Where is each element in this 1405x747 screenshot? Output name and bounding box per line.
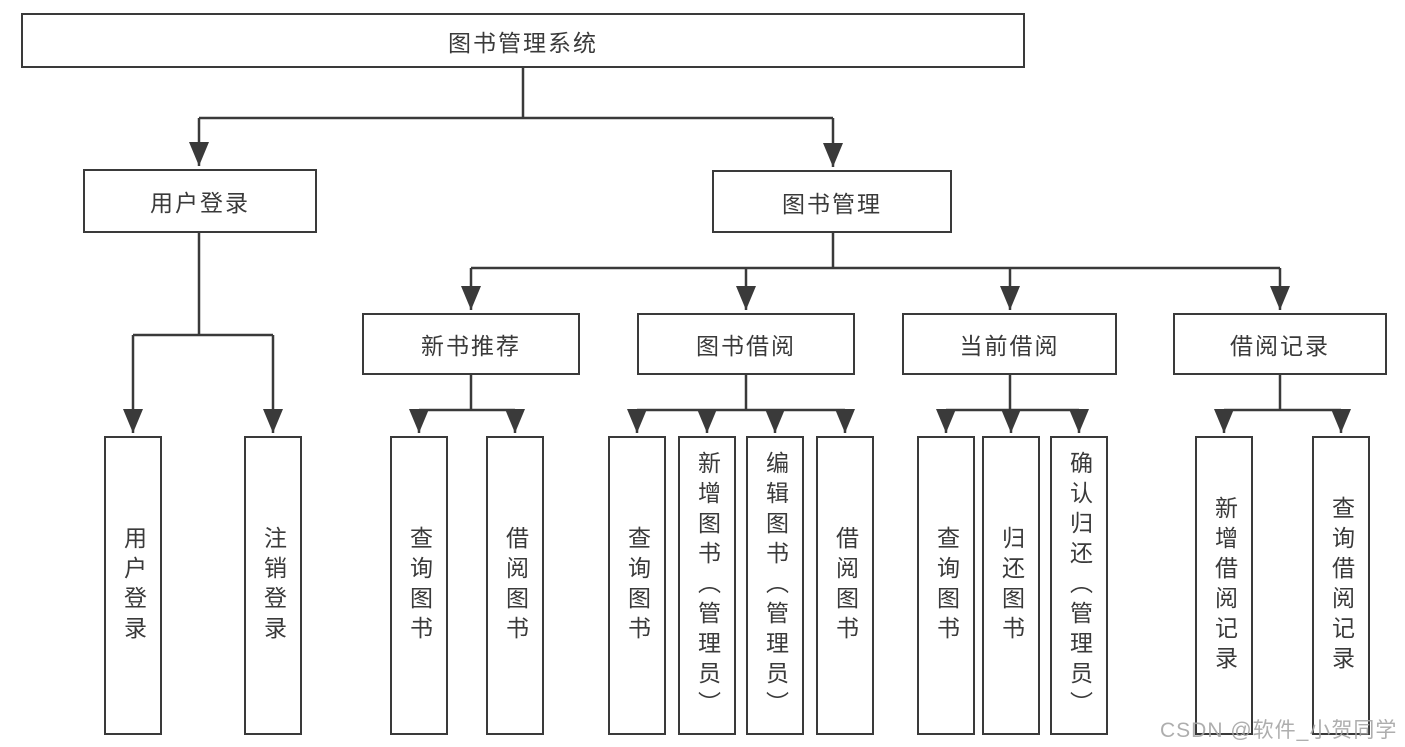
leaf-borrow-borrow: 借阅图书 <box>816 436 874 735</box>
leaf-current-query: 查询图书 <box>917 436 975 735</box>
leaf-current-return: 归还图书 <box>982 436 1040 735</box>
leaf-records-query: 查询借阅记录 <box>1312 436 1370 735</box>
leaf-records-add-label: 新增借阅记录 <box>1211 495 1238 676</box>
node-root-title: 图书管理系统 <box>21 13 1025 68</box>
node-new-books: 新书推荐 <box>362 313 580 375</box>
node-user-login-label: 用户登录 <box>150 190 250 216</box>
csdn-watermark: CSDN @软件_小贺同学 <box>1160 719 1398 742</box>
node-borrow-records-label: 借阅记录 <box>1230 333 1330 359</box>
leaf-newbooks-query: 查询图书 <box>390 436 448 735</box>
node-book-management-branch: 图书管理 <box>712 170 952 233</box>
leaf-borrow-edit-label: 编辑图书（管理员） <box>762 450 789 721</box>
leaf-current-return-label: 归还图书 <box>998 525 1025 646</box>
node-current-borrow-label: 当前借阅 <box>959 333 1060 359</box>
leaf-user-login: 用户登录 <box>104 436 162 735</box>
node-current-borrow: 当前借阅 <box>902 313 1117 375</box>
leaf-current-confirm-return: 确认归还（管理员） <box>1050 436 1108 735</box>
leaf-borrow-edit: 编辑图书（管理员） <box>746 436 804 735</box>
leaf-current-query-label: 查询图书 <box>933 525 960 646</box>
node-user-login-branch: 用户登录 <box>83 169 317 233</box>
leaf-user-login-label: 用户登录 <box>120 525 147 646</box>
node-new-books-label: 新书推荐 <box>421 333 521 359</box>
node-borrow-records: 借阅记录 <box>1173 313 1387 375</box>
leaf-newbooks-borrow-label: 借阅图书 <box>502 525 529 646</box>
leaf-records-add: 新增借阅记录 <box>1195 436 1253 735</box>
node-book-borrow: 图书借阅 <box>637 313 855 375</box>
leaf-records-query-label: 查询借阅记录 <box>1328 495 1355 676</box>
node-book-management-label: 图书管理 <box>782 190 882 217</box>
leaf-borrow-borrow-label: 借阅图书 <box>832 525 859 646</box>
leaf-borrow-query-label: 查询图书 <box>624 525 651 646</box>
node-book-borrow-label: 图书借阅 <box>696 333 796 359</box>
leaf-borrow-add-label: 新增图书（管理员） <box>694 450 721 721</box>
leaf-logout: 注销登录 <box>244 436 302 735</box>
leaf-borrow-add: 新增图书（管理员） <box>678 436 736 735</box>
node-root-label: 图书管理系统 <box>448 29 598 56</box>
leaf-borrow-query: 查询图书 <box>608 436 666 735</box>
leaf-newbooks-query-label: 查询图书 <box>406 525 433 646</box>
leaf-logout-label: 注销登录 <box>260 525 287 646</box>
leaf-current-confirm-return-label: 确认归还（管理员） <box>1066 450 1093 721</box>
leaf-newbooks-borrow: 借阅图书 <box>486 436 544 735</box>
